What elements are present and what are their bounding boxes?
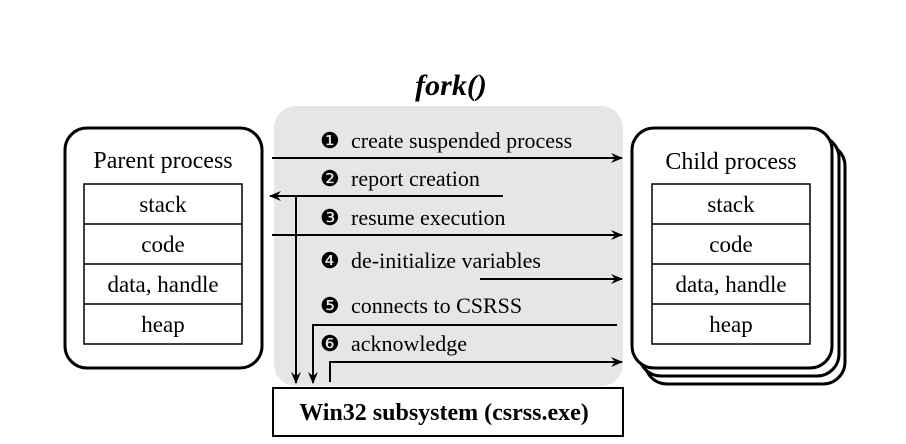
step-6-label: acknowledge (351, 331, 467, 356)
step-5-number: ❺ (320, 293, 340, 318)
step-5: ❺ connects to CSRSS (308, 293, 617, 384)
child-segment-heap: heap (709, 312, 752, 337)
parent-segment-data-handle: data, handle (107, 272, 218, 297)
win32-subsystem-label: Win32 subsystem (csrss.exe) (299, 400, 589, 426)
step-6: ❻ acknowledge (320, 331, 623, 382)
win32-subsystem-box (272, 387, 624, 437)
step-2-label: report creation (351, 166, 480, 191)
child-process: Child process stack code data, handle he… (630, 126, 847, 386)
step-2-number: ❷ (320, 166, 340, 191)
parent-segment-stack: stack (139, 192, 187, 217)
parent-segment-code: code (141, 232, 184, 257)
step-4-number: ❹ (320, 248, 340, 273)
step-3-label: resume execution (351, 205, 506, 230)
step-1-label: create suspended process (351, 128, 572, 153)
child-memory-table: stack code data, handle heap (651, 183, 811, 345)
parent-memory-table: stack code data, handle heap (83, 183, 243, 345)
step-1: ❶ create suspended process (272, 128, 623, 163)
parent-process: Parent process stack code data, handle h… (63, 126, 264, 370)
step-5-arrow (308, 324, 617, 384)
parent-process-label: Parent process (93, 148, 232, 174)
step-3: ❸ resume execution (272, 205, 623, 240)
child-process-label: Child process (665, 149, 796, 175)
step-3-number: ❸ (320, 205, 340, 230)
win32-subsystem: Win32 subsystem (csrss.exe) (272, 387, 624, 437)
step-4: ❹ de-initialize variables (320, 248, 623, 284)
step-2: ❷ report creation (269, 166, 503, 384)
diagram-title: fork() (415, 69, 487, 102)
step-6-arrow (329, 357, 623, 382)
parent-segment-heap: heap (141, 312, 184, 337)
child-segment-stack: stack (707, 192, 755, 217)
step-5-label: connects to CSRSS (351, 293, 522, 318)
fork-panel (274, 106, 623, 386)
child-segment-code: code (709, 232, 752, 257)
step-4-label: de-initialize variables (351, 248, 541, 273)
step-1-number: ❶ (320, 128, 340, 153)
child-segment-data-handle: data, handle (675, 272, 786, 297)
step-6-number: ❻ (320, 331, 340, 356)
